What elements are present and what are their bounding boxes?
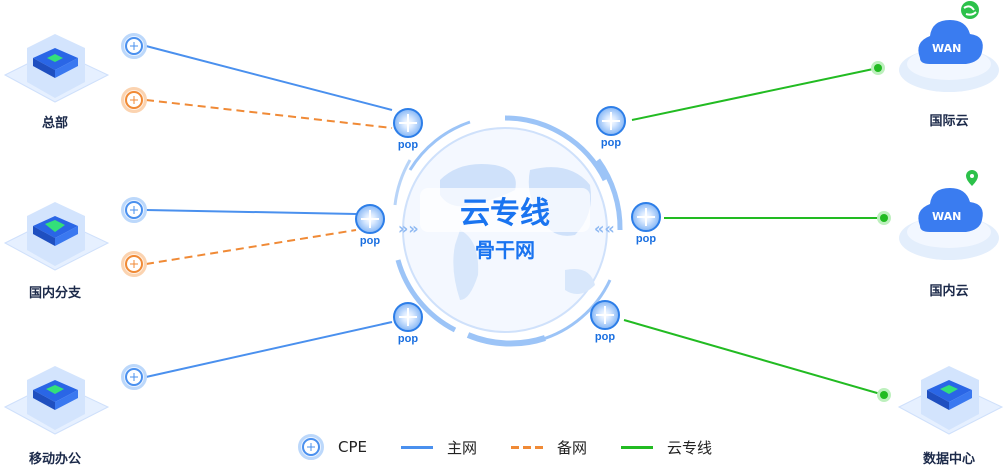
svg-text:»»: »»	[398, 219, 419, 238]
cpe-icon	[125, 201, 143, 219]
legend-main: 主网	[401, 437, 477, 458]
target-label: 国际云	[929, 114, 969, 129]
legend: CPE 主网 备网 云专线	[298, 432, 746, 462]
site-label: 国内分支	[28, 286, 81, 301]
pop-node[interactable]: pop	[386, 108, 430, 160]
legend-cloud-line: 云专线	[621, 437, 712, 458]
target-data-center[interactable]: 数据中心	[894, 352, 1004, 467]
server-box-icon	[3, 366, 110, 435]
cpe-main-branch[interactable]	[121, 197, 147, 223]
server-box-icon	[3, 202, 110, 271]
backup-line-swatch	[511, 445, 544, 449]
server-box-icon	[897, 366, 1004, 435]
cpe-main-hq[interactable]	[121, 33, 147, 59]
target-international-cloud[interactable]: WAN 国际云	[894, 0, 1004, 130]
cpe-main-mobile[interactable]	[121, 364, 147, 390]
pop-router-icon	[631, 202, 661, 232]
core-subtitle: 骨干网	[475, 238, 535, 262]
cloud-line-swatch	[621, 445, 654, 449]
pop-router-icon	[355, 204, 385, 234]
legend-backup: 备网	[511, 437, 587, 458]
cpe-icon	[125, 37, 143, 55]
target-domestic-cloud[interactable]: WAN 国内云	[894, 168, 1004, 299]
target-label: 国内云	[929, 284, 969, 299]
cpe-icon	[125, 368, 143, 386]
wan-cloud-icon: WAN	[899, 1, 999, 92]
svg-text:WAN: WAN	[932, 42, 961, 55]
pop-node[interactable]: pop	[348, 204, 392, 256]
site-label: 总部	[41, 116, 68, 131]
main-line-swatch	[401, 445, 433, 449]
site-mobile-office[interactable]: 移动办公	[0, 352, 110, 467]
cpe-icon	[298, 434, 324, 460]
server-box-icon	[3, 34, 110, 103]
pop-node[interactable]: pop	[589, 106, 633, 158]
legend-cpe: CPE	[298, 434, 367, 460]
site-domestic-branch[interactable]: 国内分支	[0, 188, 110, 303]
target-label: 数据中心	[922, 452, 975, 467]
core-title: 云专线	[420, 188, 590, 232]
pop-router-icon	[393, 302, 423, 332]
pop-node[interactable]: pop	[583, 300, 627, 352]
cpe-backup-hq[interactable]	[121, 87, 147, 113]
cpe-icon	[125, 91, 143, 109]
site-label: 移动办公	[28, 452, 81, 467]
pop-router-icon	[393, 108, 423, 138]
pop-node[interactable]: pop	[624, 202, 668, 254]
wan-cloud-icon: WAN	[899, 170, 999, 260]
cpe-backup-branch[interactable]	[121, 251, 147, 277]
site-headquarters[interactable]: 总部	[0, 20, 110, 135]
svg-text:««: ««	[594, 219, 615, 238]
cpe-icon	[125, 255, 143, 273]
pop-router-icon	[596, 106, 626, 136]
pop-node[interactable]: pop	[386, 302, 430, 354]
svg-text:WAN: WAN	[932, 210, 961, 223]
globe-icon	[961, 1, 979, 19]
pop-router-icon	[590, 300, 620, 330]
